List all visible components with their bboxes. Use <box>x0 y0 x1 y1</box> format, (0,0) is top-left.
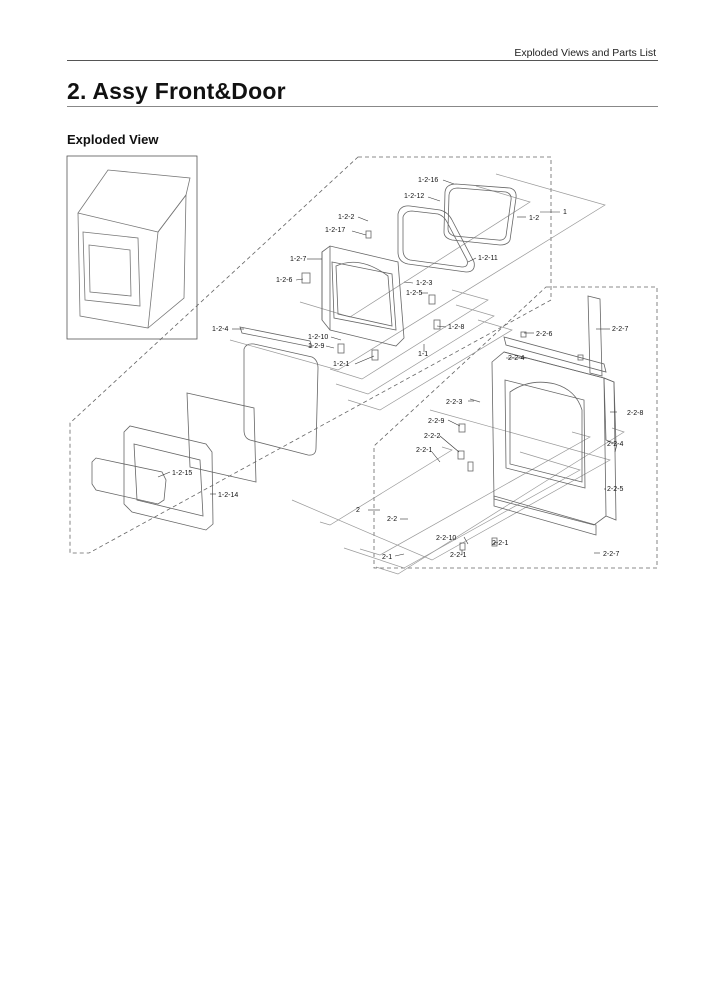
callout-2-2-1-bottom: 2-2-1 <box>492 540 508 547</box>
callout-2-2-7-bottom: 2-2-7 <box>603 551 619 558</box>
boundary-frame-assy <box>373 286 658 569</box>
callout-2-2-1-left: 2-2-1 <box>416 447 432 454</box>
callout-2-1: 2-1 <box>382 554 392 561</box>
callout-2-2-8: 2-2-8 <box>627 410 643 417</box>
running-header: Exploded Views and Parts List <box>514 47 656 59</box>
door-glass-panel <box>443 183 517 246</box>
callout-2: 2 <box>356 507 360 514</box>
top-bracket <box>503 336 607 373</box>
side-panel-bracket <box>603 377 617 445</box>
thumbnail-frame <box>66 155 198 340</box>
front-frame <box>491 351 617 526</box>
thumbnail-dryer <box>77 169 191 329</box>
callout-2-2-1-lower: 2-2-1 <box>450 552 466 559</box>
callout-1-2-1: 1-2-1 <box>333 361 349 368</box>
callout-2-2-7-top: 2-2-7 <box>612 326 628 333</box>
grouping-lines <box>229 173 625 575</box>
bottom-bracket <box>493 495 597 536</box>
callout-1-2-17: 1-2-17 <box>325 227 345 234</box>
callout-2-2: 2-2 <box>387 516 397 523</box>
callout-1-2-11: 1-2-11 <box>478 255 498 262</box>
side-bracket <box>587 295 603 377</box>
callout-2-2-9: 2-2-9 <box>428 418 444 425</box>
callout-2-2-4-side: 2-2-4 <box>607 441 623 448</box>
callout-1-2-3: 1-2-3 <box>416 280 432 287</box>
callout-1-2: 1-2 <box>529 215 539 222</box>
callout-2-2-10: 2-2-10 <box>436 535 456 542</box>
callout-1-2-12: 1-2-12 <box>404 193 424 200</box>
callout-1-1: 1-1 <box>418 351 428 358</box>
callout-1-2-7: 1-2-7 <box>290 256 306 263</box>
frame-small-parts <box>457 398 498 551</box>
door-inner-frame <box>321 245 405 347</box>
leader-lines <box>157 179 618 557</box>
callout-1-2-9: 1-2-9 <box>308 343 324 350</box>
callout-1: 1 <box>563 209 567 216</box>
callout-1-2-6: 1-2-6 <box>276 277 292 284</box>
door-outer-layers <box>91 343 319 531</box>
section-title: Exploded View <box>67 132 159 147</box>
callout-2-2-5: 2-2-5 <box>607 486 623 493</box>
callout-2-2-6: 2-2-6 <box>536 331 552 338</box>
door-handle-bar <box>239 326 313 348</box>
callout-2-2-4-top: 2-2-4 <box>508 355 524 362</box>
boundary-front-assy <box>69 156 552 554</box>
callout-1-2-15: 1-2-15 <box>172 470 192 477</box>
door-gasket <box>397 205 475 273</box>
page-title: 2. Assy Front&Door <box>67 78 286 104</box>
callout-1-2-5: 1-2-5 <box>406 290 422 297</box>
callout-1-2-8: 1-2-8 <box>448 324 464 331</box>
callout-2-2-3: 2-2-3 <box>446 399 462 406</box>
title-rule <box>67 106 658 107</box>
callout-1-2-16: 1-2-16 <box>418 177 438 184</box>
hinge-parts <box>301 230 584 361</box>
callout-1-2-14: 1-2-14 <box>218 492 238 499</box>
header-rule <box>67 60 658 61</box>
callout-1-2-4: 1-2-4 <box>212 326 228 333</box>
callout-1-2-2: 1-2-2 <box>338 214 354 221</box>
callout-1-2-10: 1-2-10 <box>308 334 328 341</box>
callout-2-2-2: 2-2-2 <box>424 433 440 440</box>
